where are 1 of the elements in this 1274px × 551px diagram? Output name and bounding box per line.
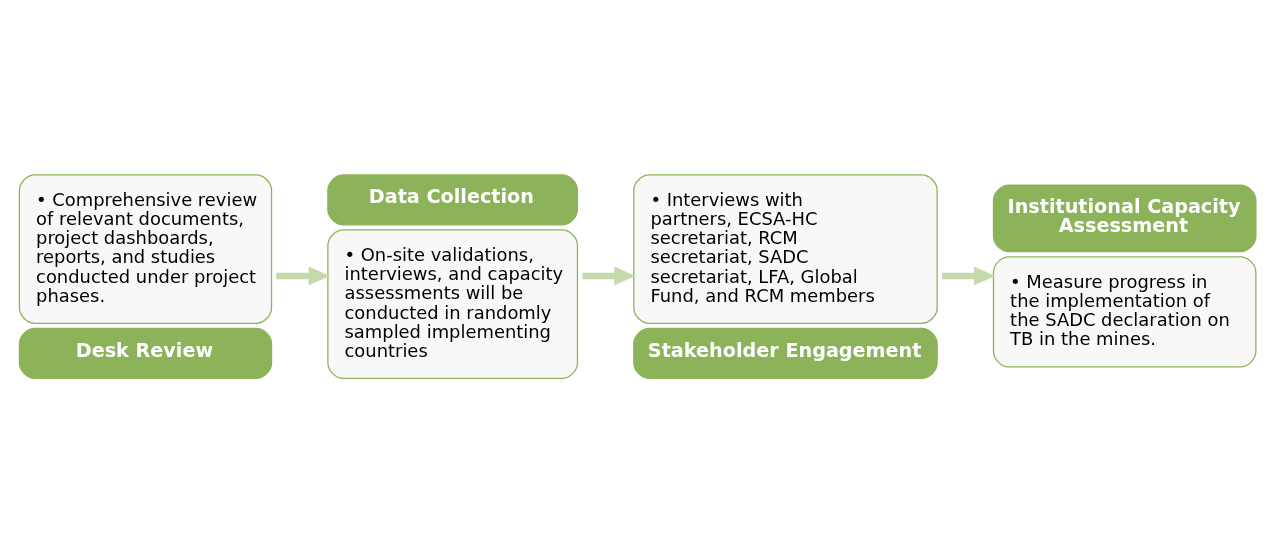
arrow bbox=[582, 266, 636, 285]
